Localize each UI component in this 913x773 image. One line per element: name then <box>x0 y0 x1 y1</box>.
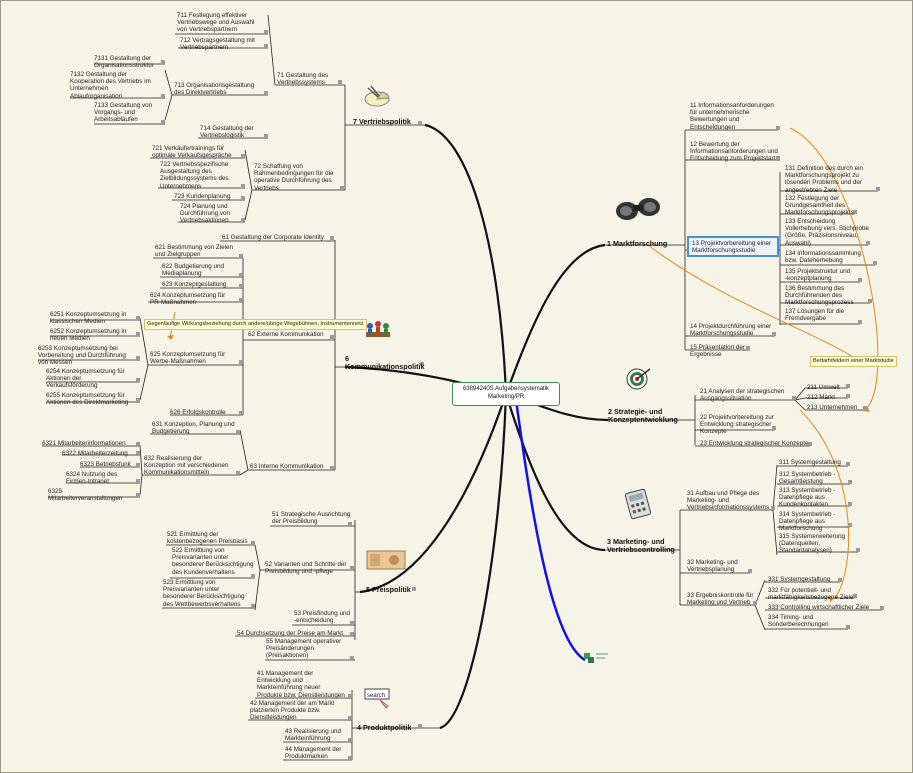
node-6251[interactable]: 6251 Konzeptumsetzung in klassischen Med… <box>50 311 127 326</box>
node-632[interactable]: 632 Realisierung der Konzeption mit vers… <box>144 455 229 477</box>
node-14[interactable]: 14 Projektdurchführung einer Marktforsch… <box>690 323 772 338</box>
node-32[interactable]: 32 Marketing- und Vertriebsplanung <box>687 559 738 574</box>
node-11[interactable]: 11 Informationsanforderungen für unterne… <box>690 102 774 131</box>
scissors-pie-icon <box>364 85 390 107</box>
branch-strategie[interactable]: 2 Strategie- und Konzeptentwicklung <box>608 407 678 424</box>
node-15[interactable]: 15 Präsentation der Ergebnisse <box>690 344 745 359</box>
branch-produktpolitik[interactable]: 4 Produktpolitik <box>357 723 412 732</box>
node-132[interactable]: 132 Festlegung der Grundgesamtheit des M… <box>785 195 854 217</box>
node-314[interactable]: 314 Systembetrieb - Datenpflege aus Mark… <box>779 511 836 533</box>
node-622[interactable]: 622 Budgetierung und Mediaplanung <box>162 263 224 278</box>
search-button-icon: search <box>364 688 390 709</box>
node-23[interactable]: 23 Entwicklung strategischer Konzepte <box>700 440 809 447</box>
node-631[interactable]: 631 Konzeption, Planung und Budgetierung <box>152 421 235 436</box>
node-6323[interactable]: 6323 Betriebsfunk <box>80 461 131 468</box>
node-42[interactable]: 42 Management der am Markt platzierten P… <box>250 700 335 722</box>
svg-text:search: search <box>367 693 385 699</box>
node-6322[interactable]: 6322 Mitarbeiterzeitung <box>62 450 128 457</box>
node-43[interactable]: 43 Realisierung und Markteinführung <box>285 728 342 743</box>
node-44[interactable]: 44 Management der Produktmarken <box>285 746 342 761</box>
node-22[interactable]: 22 Projektvorbereitung zur Entwicklung s… <box>700 414 774 436</box>
node-523[interactable]: 523 Ermittlung von Preisvarianten unter … <box>163 579 245 608</box>
node-6254[interactable]: 6254 Konzeptumsetzung für Aktionen der V… <box>46 368 125 390</box>
central-topic[interactable]: 63894240S Aufgabensystematik Marketing/P… <box>452 382 560 406</box>
node-6325[interactable]: 6325 Mitarbeiterveranstaltungen <box>48 488 123 503</box>
calculator-icon <box>624 488 652 520</box>
node-712[interactable]: 712 Vertragsgestaltung mit Vertriebspart… <box>180 37 255 52</box>
node-331[interactable]: 331 Systemgestaltung <box>768 576 831 583</box>
node-721[interactable]: 721 Verkäufertrainings für optimale Verk… <box>152 145 232 160</box>
node-334[interactable]: 334 Timing- und Sonderberechnungen <box>768 614 829 629</box>
node-13-selected[interactable]: 13 Projektvorbereitung einer Marktforsch… <box>687 236 779 257</box>
node-624[interactable]: 624 Konzeptumsetzung für PR-Maßnahmen <box>150 292 226 307</box>
node-54[interactable]: 54 Durchsetzung der Preise am Markt <box>237 630 344 637</box>
node-51[interactable]: 51 Strategische Ausrichtung der Preisbil… <box>272 511 351 526</box>
node-6252[interactable]: 6252 Konzeptumsetzung in neuen Medien <box>50 328 127 343</box>
node-722[interactable]: 722 Vertriebsspezifische Ausgestaltung d… <box>160 161 229 190</box>
branch-preispolitik[interactable]: 5 Preispolitik <box>366 585 411 594</box>
node-53[interactable]: 53 Preisfindung und -entscheidung <box>294 610 351 625</box>
node-521[interactable]: 521 Ermittlung der kostenbezogenen Preis… <box>167 531 248 546</box>
node-332[interactable]: 332 Für potentiell- und marktfähigkeitsb… <box>768 587 854 602</box>
branch-vertriebspolitik[interactable]: 7 Vertriebspolitik <box>353 117 411 126</box>
small-logo-icon <box>584 653 608 663</box>
node-61[interactable]: 61 Gestaltung der Corporate Identity <box>222 234 324 241</box>
node-621[interactable]: 621 Bestimmung von Zielen und Zielgruppe… <box>155 244 234 259</box>
node-33[interactable]: 33 Ergebniskontrolle für Marketing und V… <box>687 592 754 607</box>
node-55[interactable]: 55 Management operativer Preisänderungen… <box>266 638 342 660</box>
node-713[interactable]: 713 Organisationsgestaltung des Direktve… <box>174 82 255 97</box>
node-6253[interactable]: 6253 Konzeptumsetzung bei Vorbereitung u… <box>38 345 126 367</box>
node-714[interactable]: 714 Gestaltung der Vertriebslogistik <box>200 125 254 140</box>
node-31[interactable]: 31 Aufbau und Pflege des Marketing- und … <box>687 490 770 512</box>
branch-marktforschung[interactable]: 1 Marktforschung <box>607 239 668 248</box>
node-315[interactable]: 315 Systemerweiterung (Datenquellen, Sta… <box>779 533 846 555</box>
node-7133[interactable]: 7133 Gestaltung von Vorgangs- und Arbeit… <box>94 102 153 124</box>
node-711[interactable]: 711 Festlegung effektiver Vertriebswege … <box>177 12 255 34</box>
node-211[interactable]: 211 Umwelt <box>807 384 840 391</box>
node-21[interactable]: 21 Analysen der strategischen Ausgangssi… <box>700 388 785 403</box>
node-41[interactable]: 41 Management der Entwicklung und Markte… <box>257 670 345 699</box>
node-52[interactable]: 52 Varianten und Schritte der Preisbildu… <box>265 561 347 576</box>
node-522[interactable]: 522 Ermittlung von Preisvarianten unter … <box>172 547 254 576</box>
node-71[interactable]: 71 Gestaltung des Vertriebssystems <box>277 72 329 87</box>
node-333[interactable]: 333 Controlling wirtschaftlicher Ziele <box>768 604 870 611</box>
node-626[interactable]: 626 Erfolgskontrolle <box>170 409 226 416</box>
node-312[interactable]: 312 Systembetrieb - Gesamtleistung <box>779 471 836 486</box>
banknote-icon <box>366 550 406 570</box>
node-6255[interactable]: 6255 Konzeptumsetzung für Aktionen des D… <box>46 392 129 407</box>
node-724[interactable]: 724 Planung und Durchführung von Vertrie… <box>180 203 231 225</box>
node-723[interactable]: 723 Kundenplanung <box>174 193 231 200</box>
node-313[interactable]: 313 Systembetrieb - Datenpflege aus Kund… <box>779 487 836 509</box>
node-137[interactable]: 137 Lösungen für die Fremdvergabe <box>785 308 845 323</box>
node-63[interactable]: 63 Interne Kommunikation <box>250 463 324 470</box>
target-icon <box>626 368 651 390</box>
node-72[interactable]: 72 Schaffung von Rahmenbedingungen für d… <box>254 163 334 192</box>
node-623[interactable]: 623 Konzeptgestaltung <box>162 281 227 288</box>
binoculars-icon <box>616 198 660 220</box>
node-135[interactable]: 135 Projektstruktur und -konzeptplanung <box>785 268 851 283</box>
node-12[interactable]: 12 Bewertung der Informationsanforderung… <box>690 141 778 163</box>
branch-kommunikationspolitik[interactable]: 6 Kommunikationspolitik <box>345 354 425 371</box>
node-6324[interactable]: 6324 Nutzung des Firmen-Intranet <box>66 471 118 486</box>
node-213[interactable]: 213 Unternehmen <box>807 404 858 411</box>
node-133[interactable]: 133 Entscheidung Vollerhebung vers. Stic… <box>785 218 870 247</box>
node-62[interactable]: 62 Externe Kommunikation <box>248 331 324 338</box>
handshake-meeting-icon <box>366 321 390 337</box>
branch-controlling[interactable]: 3 Marketing- und Vertriebscontrolling <box>607 537 675 554</box>
node-212[interactable]: 212 Markt <box>807 394 835 401</box>
node-134[interactable]: 134 Informationssammlung bzw. Datenerheb… <box>785 250 861 265</box>
node-7132[interactable]: 7132 Gestaltung der Kooperation des Vert… <box>70 71 151 100</box>
node-6321[interactable]: 6321 Mitarbeiterinformationen <box>42 440 126 447</box>
note-werbung: Gegenläufige Wirkungsbeziehung durch and… <box>144 319 367 330</box>
node-7131[interactable]: 7131 Gestaltung der Organisationsstruktu… <box>94 55 154 70</box>
node-131[interactable]: 131 Definition des durch ein Marktforsch… <box>785 165 864 194</box>
node-136[interactable]: 136 Bestimmung des Durchführenden des Ma… <box>785 285 854 307</box>
note-marktforschung: Bedarfsfeldern einer Marktstudie <box>810 356 897 367</box>
node-625[interactable]: 625 Konzeptumsetzung für Werbe-Maßnahmen <box>150 351 226 366</box>
node-311[interactable]: 311 Systemgestaltung <box>779 459 841 466</box>
